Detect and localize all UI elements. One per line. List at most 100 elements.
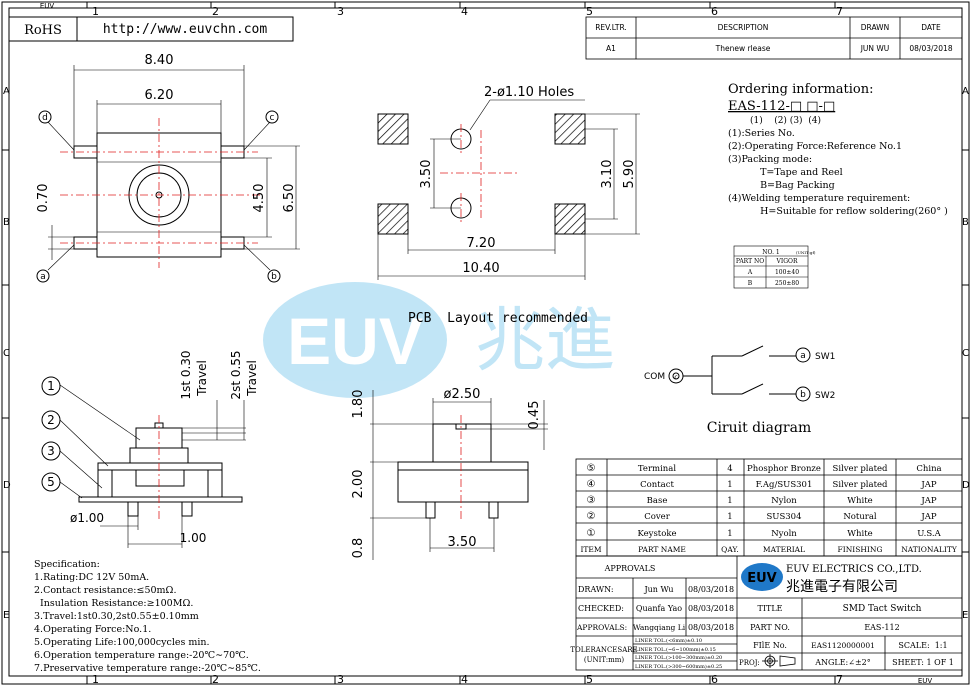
bom-header: PART NAME <box>638 545 686 554</box>
watermark: EUV 兆進 <box>263 282 615 398</box>
col-label: 5 <box>586 673 593 686</box>
tb-value: 08/03/2018 <box>688 585 734 594</box>
tb-value: 08/03/2018 <box>688 623 734 632</box>
col-label: 4 <box>461 673 468 686</box>
rev-cell: Thenew rlease <box>715 44 771 53</box>
tb-label: DRAWN: <box>578 585 614 594</box>
tb-proj-label: PROJ: <box>739 659 760 667</box>
tb-file-value: EAS1120000001 <box>811 641 875 650</box>
bom-rows: ⑤ Terminal 4 Phosphor Bronze Silver plat… <box>580 463 957 554</box>
dim-label: 3.50 <box>448 535 477 550</box>
watermark-latin: EUV <box>287 304 423 378</box>
bom-cell: White <box>847 496 872 506</box>
bom-cell: U.S.A <box>917 529 941 539</box>
tb-title-value: SMD Tact Switch <box>843 604 922 614</box>
callouts <box>41 376 61 492</box>
bom-cell: ② <box>587 511 596 522</box>
callout-1: 1 <box>47 379 55 393</box>
pcb-caption: PCB Layout recommended <box>408 311 588 326</box>
col-label: 4 <box>461 5 468 18</box>
tb-label: APPROVALS: <box>576 623 627 632</box>
circuit-sw1: SW1 <box>815 352 835 362</box>
bom-cell: Phosphor Bronze <box>747 464 821 474</box>
tb-tol-unit: (UNIT:mm) <box>584 656 625 664</box>
force-table-header: VIGOR <box>776 258 798 265</box>
bom-cell: China <box>916 464 941 474</box>
bom-cell: Nylon <box>771 496 797 506</box>
callout-2: 2 <box>47 413 55 427</box>
ordering-line: (3)Packing mode: <box>728 154 812 165</box>
ordering-line: (2):Operating Force:Reference No.1 <box>728 141 902 152</box>
tb-part-value: EAS-112 <box>864 623 899 632</box>
travel-1st-label: Travel <box>195 360 209 397</box>
dim-label: 3.10 <box>600 160 615 189</box>
bom-cell: 1 <box>727 496 732 506</box>
dim-label: 2.00 <box>351 470 366 499</box>
ordering-info: Ordering information: EAS-112-□ □-□ (1) … <box>728 82 948 217</box>
dim-label: ø2.50 <box>444 387 481 402</box>
pin-markers <box>36 110 281 283</box>
rohs-label: RoHS <box>24 23 62 38</box>
bom-cell: Contact <box>640 480 674 490</box>
ordering-line: T=Tape and Reel <box>748 167 843 178</box>
rev-cell: JUN WU <box>860 44 890 53</box>
top-view <box>47 65 300 271</box>
company-logo <box>741 563 783 591</box>
col-label: 1 <box>92 5 99 18</box>
dim-label: 1.00 <box>180 531 207 545</box>
tb-value: 08/03/2018 <box>688 604 734 613</box>
company-name-cn: 兆進電子有限公司 <box>786 579 898 595</box>
bom-cell: ③ <box>587 495 596 506</box>
front-view <box>370 390 548 560</box>
dim-label: 3.50 <box>419 160 434 189</box>
bom-header: NATIONALITY <box>901 545 958 554</box>
bom-cell: Silver plated <box>833 480 889 490</box>
spec-line: 3.Travel:1st0.30,2st0.55±0.10mm <box>34 611 199 622</box>
bom-cell: 4 <box>727 464 732 474</box>
callout-3: 3 <box>47 444 55 458</box>
pin-label-c: c <box>270 113 275 123</box>
bom-header: ITEM <box>580 545 601 554</box>
revision-table <box>585 16 963 60</box>
bom-cell: Keystoke <box>637 529 676 539</box>
col-label: 5 <box>586 5 593 18</box>
col-label: 7 <box>836 5 843 18</box>
bom-cell: Nyoln <box>771 529 797 539</box>
row-label: E <box>962 610 968 621</box>
dim-label: 1.80 <box>351 390 366 419</box>
company-name-en: EUV ELECTRICS CO.,LTD. <box>786 564 922 575</box>
tb-value: Wangqiang Li <box>633 623 686 632</box>
bom-cell: JAP <box>920 496 937 506</box>
dim-label: 0.45 <box>527 401 542 430</box>
bom-cell: F.Ag/SUS301 <box>756 480 813 490</box>
circuit-pin-c: c <box>674 374 677 381</box>
bom-cell: 1 <box>727 512 732 522</box>
pin-label-d: d <box>42 113 48 123</box>
company-logo-text: EUV <box>747 571 777 586</box>
tb-tol-line: LINER TOL.(<6mm)±0.10 <box>635 637 702 644</box>
ordering-slots: (1) (2) (3) (4) <box>750 115 821 126</box>
travel-2st-label: Travel <box>245 360 259 397</box>
spec-line: 4.Operating Force:No.1. <box>34 624 151 635</box>
col-label: 1 <box>92 673 99 686</box>
tb-value: Quanfa Yao <box>636 604 682 613</box>
callout-5: 5 <box>47 475 55 489</box>
dim-label: 0.70 <box>36 184 51 213</box>
travel-2st: 2st 0.55 <box>229 350 243 399</box>
frame-labels: EUV EUV 1 2 3 4 5 6 7 1 2 3 4 5 6 7 A B … <box>3 2 970 686</box>
ordering-line: (1):Series No. <box>728 128 795 139</box>
circuit-pin-b: b <box>800 390 806 400</box>
dim-label: 5.90 <box>622 160 637 189</box>
bom-cell: Silver plated <box>833 464 889 474</box>
bom-cell: ① <box>587 528 596 539</box>
circuit-com: COM <box>644 372 665 382</box>
tb-tol-label: TOLERANCESARE <box>570 646 637 654</box>
row-label: D <box>3 480 11 491</box>
ordering-code: EAS-112-□ □-□ <box>728 99 835 114</box>
rev-col-header: DATE <box>921 23 941 32</box>
travel-1st: 1st 0.30 <box>179 350 193 399</box>
spec-line: Insulation Resistance:≥100MΩ. <box>34 598 193 609</box>
dim-label: 4.50 <box>252 184 267 213</box>
col-label: 3 <box>337 673 344 686</box>
